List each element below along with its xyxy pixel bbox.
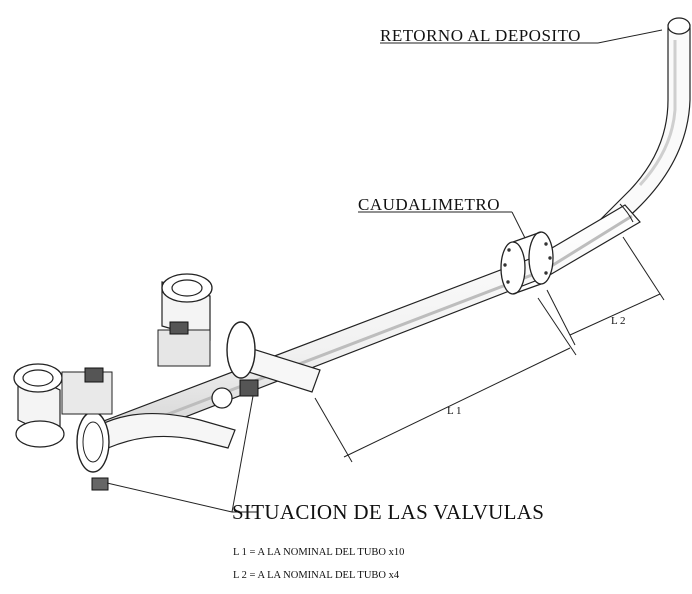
dimension-l2-label: L 2 [611,315,626,327]
valve-assembly-upper [157,273,259,409]
note-l2: L 2 = A LA NOMINAL DEL TUBO x4 [233,570,400,581]
flowmeter-body [500,231,554,295]
dimension-lines [314,236,665,463]
valve-assembly-lower [13,363,113,491]
return-riser [595,17,691,235]
return-to-tank-label: RETORNO AL DEPOSITO [380,26,581,45]
callout-leaders [106,29,663,513]
lower-elbow [99,412,236,449]
dimension-l1-label: L 1 [447,405,462,417]
valves-location-label: SITUACION DE LAS VALVULAS [232,500,545,524]
note-l1: L 1 = A LA NOMINAL DEL TUBO x10 [233,547,405,558]
flowmeter-label: CAUDALIMETRO [358,195,500,214]
